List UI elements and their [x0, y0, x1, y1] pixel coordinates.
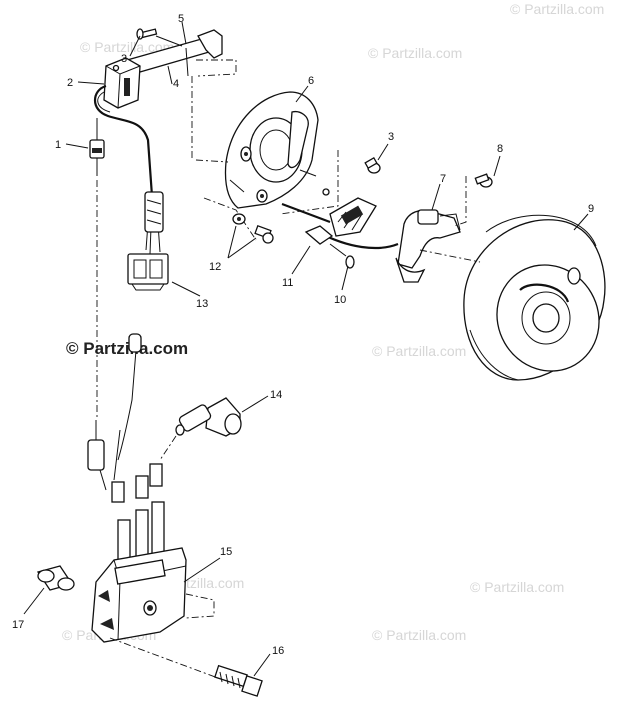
- regulator-module: [103, 57, 141, 109]
- ignition-coil: [91, 547, 219, 679]
- connector-part-13: [127, 253, 169, 291]
- stator-plate: [224, 91, 330, 209]
- screw-10: [329, 243, 355, 269]
- callout-3-top: 3: [121, 53, 127, 65]
- pickup-coil: [395, 209, 461, 283]
- watermark-top-right: © Partzilla.com: [510, 1, 604, 17]
- pickup-assembly: [281, 197, 399, 250]
- watermark-top-left: © Partzilla.com: [80, 39, 174, 55]
- screw-middle: [364, 157, 381, 174]
- screw-8: [453, 173, 493, 227]
- callout-4: 4: [173, 78, 179, 90]
- bracket-bar-part: [118, 29, 237, 77]
- coil-spacer: [36, 565, 75, 591]
- coil-bolt: [214, 664, 263, 697]
- callout-8: 8: [497, 143, 503, 155]
- callout-2: 2: [67, 77, 73, 89]
- leader-lines: [23, 21, 589, 677]
- callout-labels: 1 2 3 3 4 5 6 7 8 9 10 11 12 13 14 15 16…: [12, 13, 594, 657]
- callout-16: 16: [272, 645, 284, 657]
- watermark-bottom-right: © Partzilla.com: [470, 579, 564, 595]
- callout-11: 11: [282, 277, 293, 289]
- connector-part-1: [89, 118, 105, 420]
- callout-10: 10: [334, 294, 346, 306]
- watermark-right-middle: © Partzilla.com: [372, 343, 466, 359]
- screw-12: [232, 213, 274, 244]
- callout-9: 9: [588, 203, 594, 215]
- watermark-bottom-center: © Partzilla.com: [372, 627, 466, 643]
- callout-5: 5: [178, 13, 184, 25]
- callout-1: 1: [55, 139, 61, 151]
- wire-harness: [93, 84, 164, 255]
- callout-7: 7: [440, 173, 446, 185]
- callout-13: 13: [196, 298, 208, 310]
- callout-14: 14: [270, 389, 282, 401]
- callout-6: 6: [308, 75, 314, 87]
- callout-12: 12: [209, 261, 221, 273]
- screw-top: [136, 28, 183, 47]
- spark-plug-cap: [159, 397, 242, 461]
- callout-17: 17: [12, 619, 24, 631]
- flywheel: [419, 214, 606, 381]
- watermark-top-center: © Partzilla.com: [368, 45, 462, 61]
- callout-15: 15: [220, 546, 232, 558]
- callout-3-middle: 3: [388, 131, 394, 143]
- coil-wiring: [87, 333, 165, 565]
- watermark-center-bold: © Partzilla.com: [66, 339, 188, 358]
